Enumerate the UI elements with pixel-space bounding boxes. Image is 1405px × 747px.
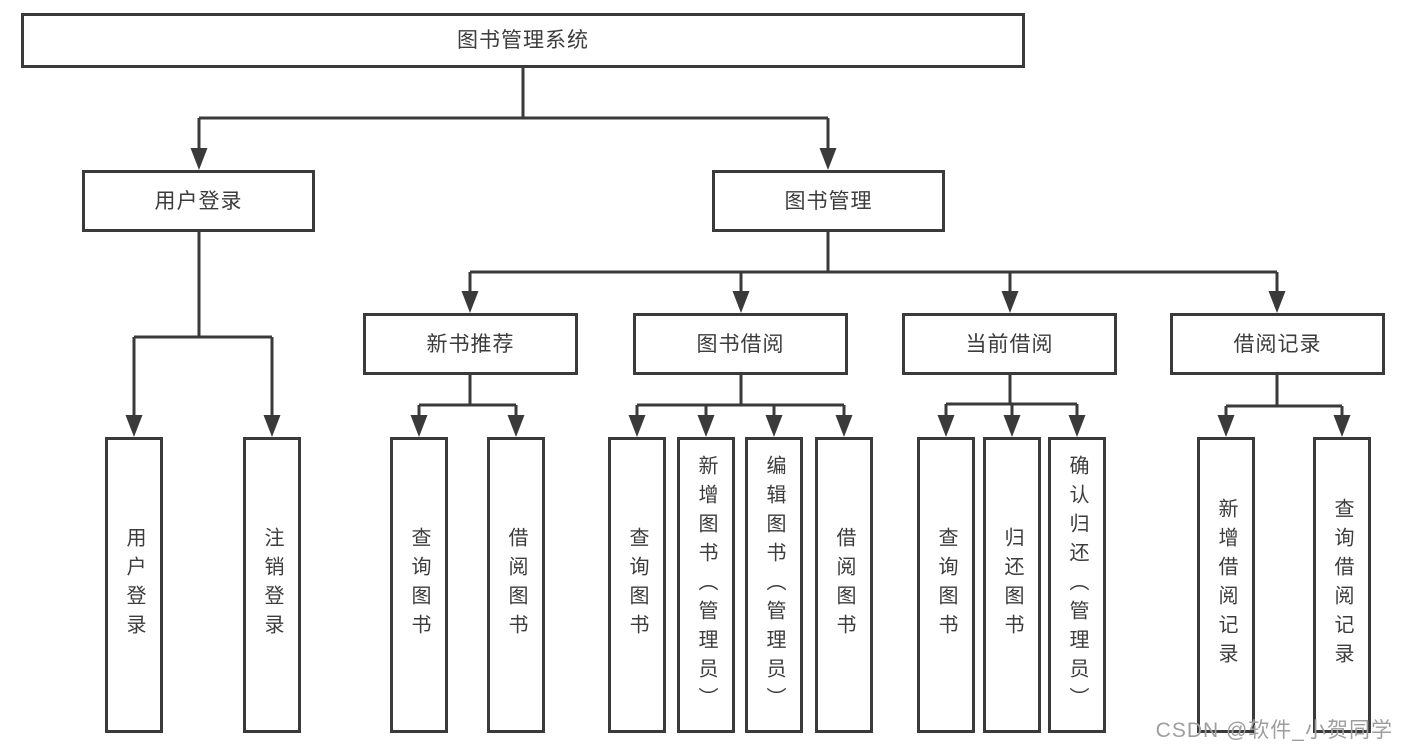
arrow-head — [937, 415, 955, 437]
arrow-head — [1003, 415, 1021, 437]
node-library-system: 图书管理系统 — [21, 13, 1025, 68]
arrow-head — [1268, 291, 1286, 313]
leaf-confirm-return-admin: 确认归还（管理员） — [1048, 437, 1106, 733]
arrow-head — [410, 415, 428, 437]
arrow-head — [697, 415, 715, 437]
connector-path — [132, 232, 274, 415]
node-user-login: 用户登录 — [82, 170, 315, 232]
leaf-borrow-books-borrowing: 借阅图书 — [815, 437, 873, 733]
arrow-head — [190, 148, 208, 170]
arrow-head — [125, 415, 143, 437]
leaf-add-borrow-record: 新增借阅记录 — [1197, 437, 1255, 733]
leaf-add-book-admin: 新增图书（管理员） — [677, 437, 735, 733]
leaf-user-login: 用户登录 — [105, 437, 163, 733]
arrow-head — [507, 415, 525, 437]
arrow-head — [819, 148, 837, 170]
connector-path — [468, 232, 1279, 291]
node-book-management: 图书管理 — [712, 170, 945, 232]
node-book-borrowing: 图书借阅 — [633, 313, 848, 375]
arrow-head — [732, 291, 750, 313]
node-borrowing-records: 借阅记录 — [1170, 313, 1385, 375]
arrow-head — [263, 415, 281, 437]
connector-path — [635, 375, 846, 415]
arrow-head — [835, 415, 853, 437]
arrow-head — [628, 415, 646, 437]
leaf-logout: 注销登录 — [243, 437, 301, 733]
leaf-query-borrow-record: 查询借阅记录 — [1313, 437, 1371, 733]
arrow-head — [1001, 291, 1019, 313]
leaf-query-books-borrowing: 查询图书 — [608, 437, 666, 733]
connector-path — [944, 375, 1079, 415]
leaf-query-books-recommend: 查询图书 — [390, 437, 448, 733]
connector-path — [1224, 375, 1344, 415]
leaf-borrow-books-recommend: 借阅图书 — [487, 437, 545, 733]
arrow-head — [765, 415, 783, 437]
leaf-edit-book-admin: 编辑图书（管理员） — [745, 437, 803, 733]
connector-path — [197, 68, 830, 148]
leaf-query-books-current: 查询图书 — [917, 437, 975, 733]
arrow-head — [1333, 415, 1351, 437]
leaf-return-book: 归还图书 — [983, 437, 1041, 733]
csdn-watermark: CSDN @软件_小贺同学 — [1155, 719, 1393, 742]
node-current-borrowing: 当前借阅 — [902, 313, 1117, 375]
connector-path — [417, 375, 518, 415]
arrow-head — [1217, 415, 1235, 437]
node-new-book-recommend: 新书推荐 — [363, 313, 578, 375]
arrow-head — [1068, 415, 1086, 437]
arrow-head — [461, 291, 479, 313]
